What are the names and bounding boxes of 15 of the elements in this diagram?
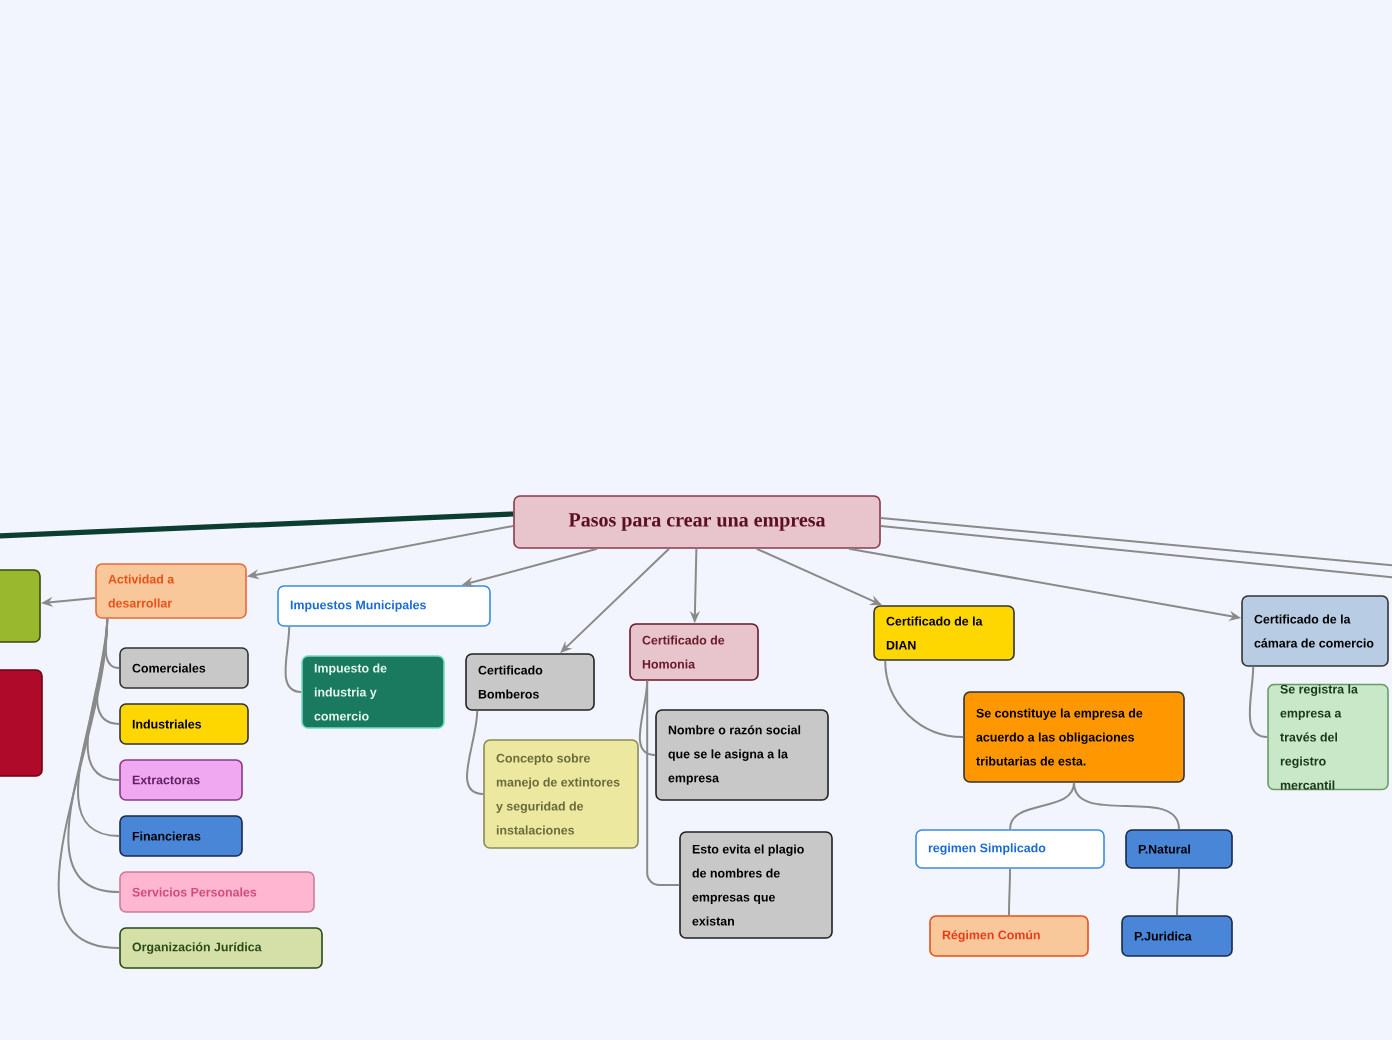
connector [284,625,303,693]
connector [879,525,1392,579]
connector [646,679,681,886]
connector [884,659,965,738]
connector [1009,781,1075,831]
topic-box [0,669,43,777]
connector [1008,867,1011,917]
connector [1248,665,1269,738]
connector [1176,867,1180,917]
title-box: Pasos para crear una empresa [513,495,881,549]
connector [1073,781,1180,831]
connector [879,517,1392,567]
connector [0,511,514,539]
connector [57,617,121,949]
topic-box [0,569,41,643]
